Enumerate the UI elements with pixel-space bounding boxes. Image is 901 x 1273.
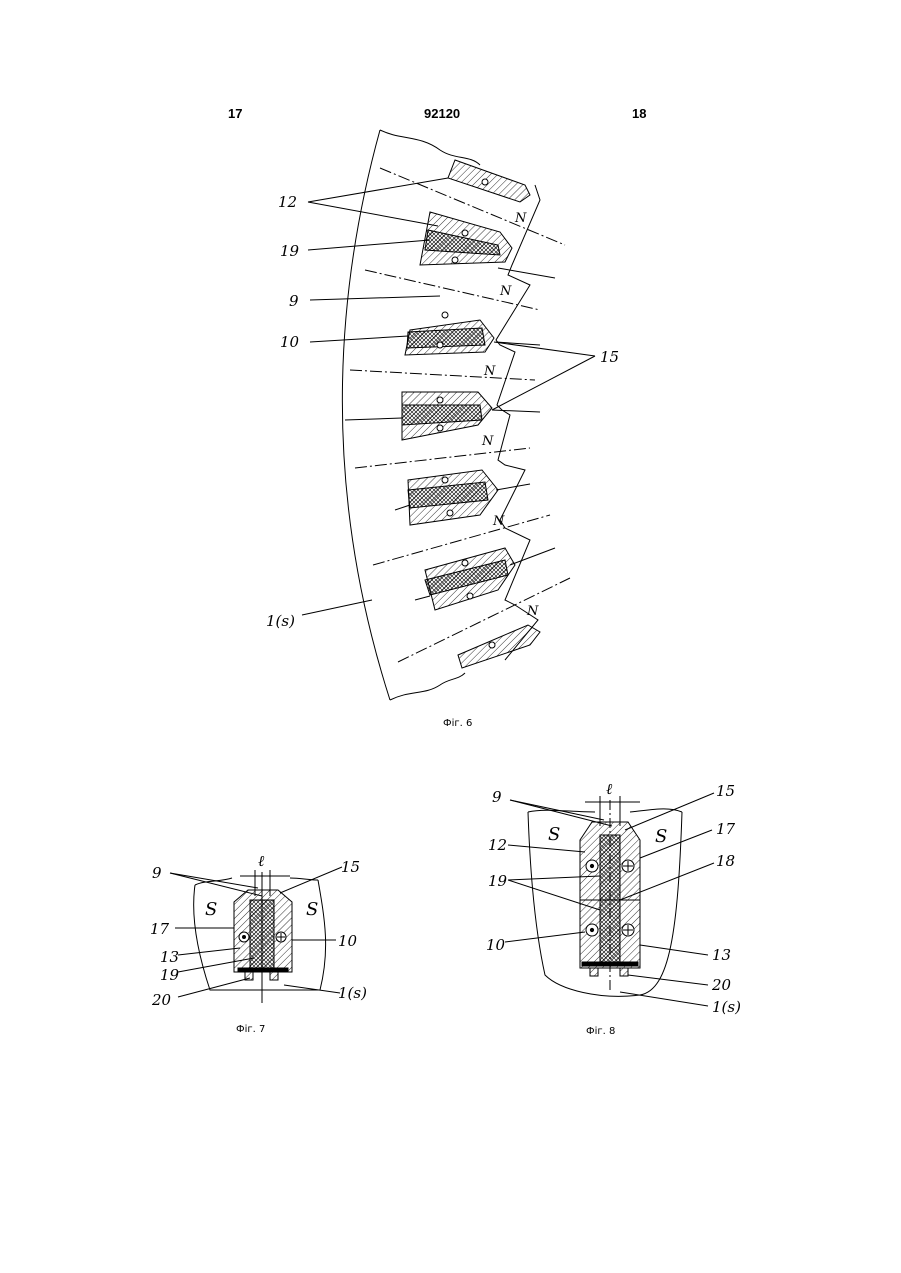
fig6-slot-4 [402,392,492,440]
fig7-pole-s-left: S [205,899,217,920]
fig6-label-15: 15 [600,348,619,366]
fig6-pole-n-1: N [514,211,527,226]
fig8-label-19: 19 [488,872,508,890]
fig7-caption: Фіг. 7 [236,1024,265,1035]
fig6-slot-6 [425,548,515,610]
fig6-pole-n-2: N [499,284,512,299]
fig8-label-10: 10 [486,936,506,954]
fig6-break-top [380,130,480,165]
fig6-caption: Фіг. 6 [443,718,472,729]
fig8-label-15: 15 [716,782,735,800]
fig6-break-bottom [390,673,465,700]
fig8-label-1s: 1(s) [712,998,741,1016]
fig7-label-19: 19 [160,966,180,984]
fig6-label-9: 9 [289,292,299,310]
fig8-label-13: 13 [712,946,731,964]
fig7-label-10: 10 [338,932,358,950]
fig7-label-20: 20 [151,991,172,1009]
fig8-caption: Фіг. 8 [586,1026,615,1037]
fig7-label-ell: ℓ [258,852,264,870]
fig6-label-1s: 1(s) [266,612,295,630]
fig8-label-9: 9 [492,788,502,806]
fig6-slot-7 [458,625,540,668]
fig6-drawing [302,130,595,700]
fig6-slot-1 [448,160,530,202]
fig6-pole-n-6: N [526,604,539,619]
fig8-label-12: 12 [488,836,507,854]
fig6-slot-3 [405,320,494,355]
fig8-label-20: 20 [711,976,732,994]
fig6-pole-n-4: N [481,434,494,449]
fig6-slot-5 [408,470,498,525]
fig7-label-15: 15 [341,858,360,876]
fig7-pole-s-right: S [306,899,318,920]
fig7-label-1s: 1(s) [338,984,367,1002]
fig8-pole-s-right: S [655,826,667,847]
fig6-label-10: 10 [280,333,300,351]
fig7-label-13: 13 [160,948,179,966]
fig8-label-ell: ℓ [606,780,612,798]
fig6-label-12: 12 [278,193,297,211]
fig6-slot-2 [420,212,512,265]
fig8-drawing [505,793,714,1006]
fig8-pole-s-left: S [548,824,560,845]
fig7-label-17: 17 [150,920,170,938]
fig6-pole-n-3: N [483,364,496,379]
fig7-label-9: 9 [152,864,162,882]
fig8-label-18: 18 [716,852,735,870]
fig8-label-17: 17 [716,820,736,838]
fig6-label-19: 19 [280,242,300,260]
fig6-pole-n-5: N [492,514,505,529]
fig7-drawing [170,867,342,1003]
